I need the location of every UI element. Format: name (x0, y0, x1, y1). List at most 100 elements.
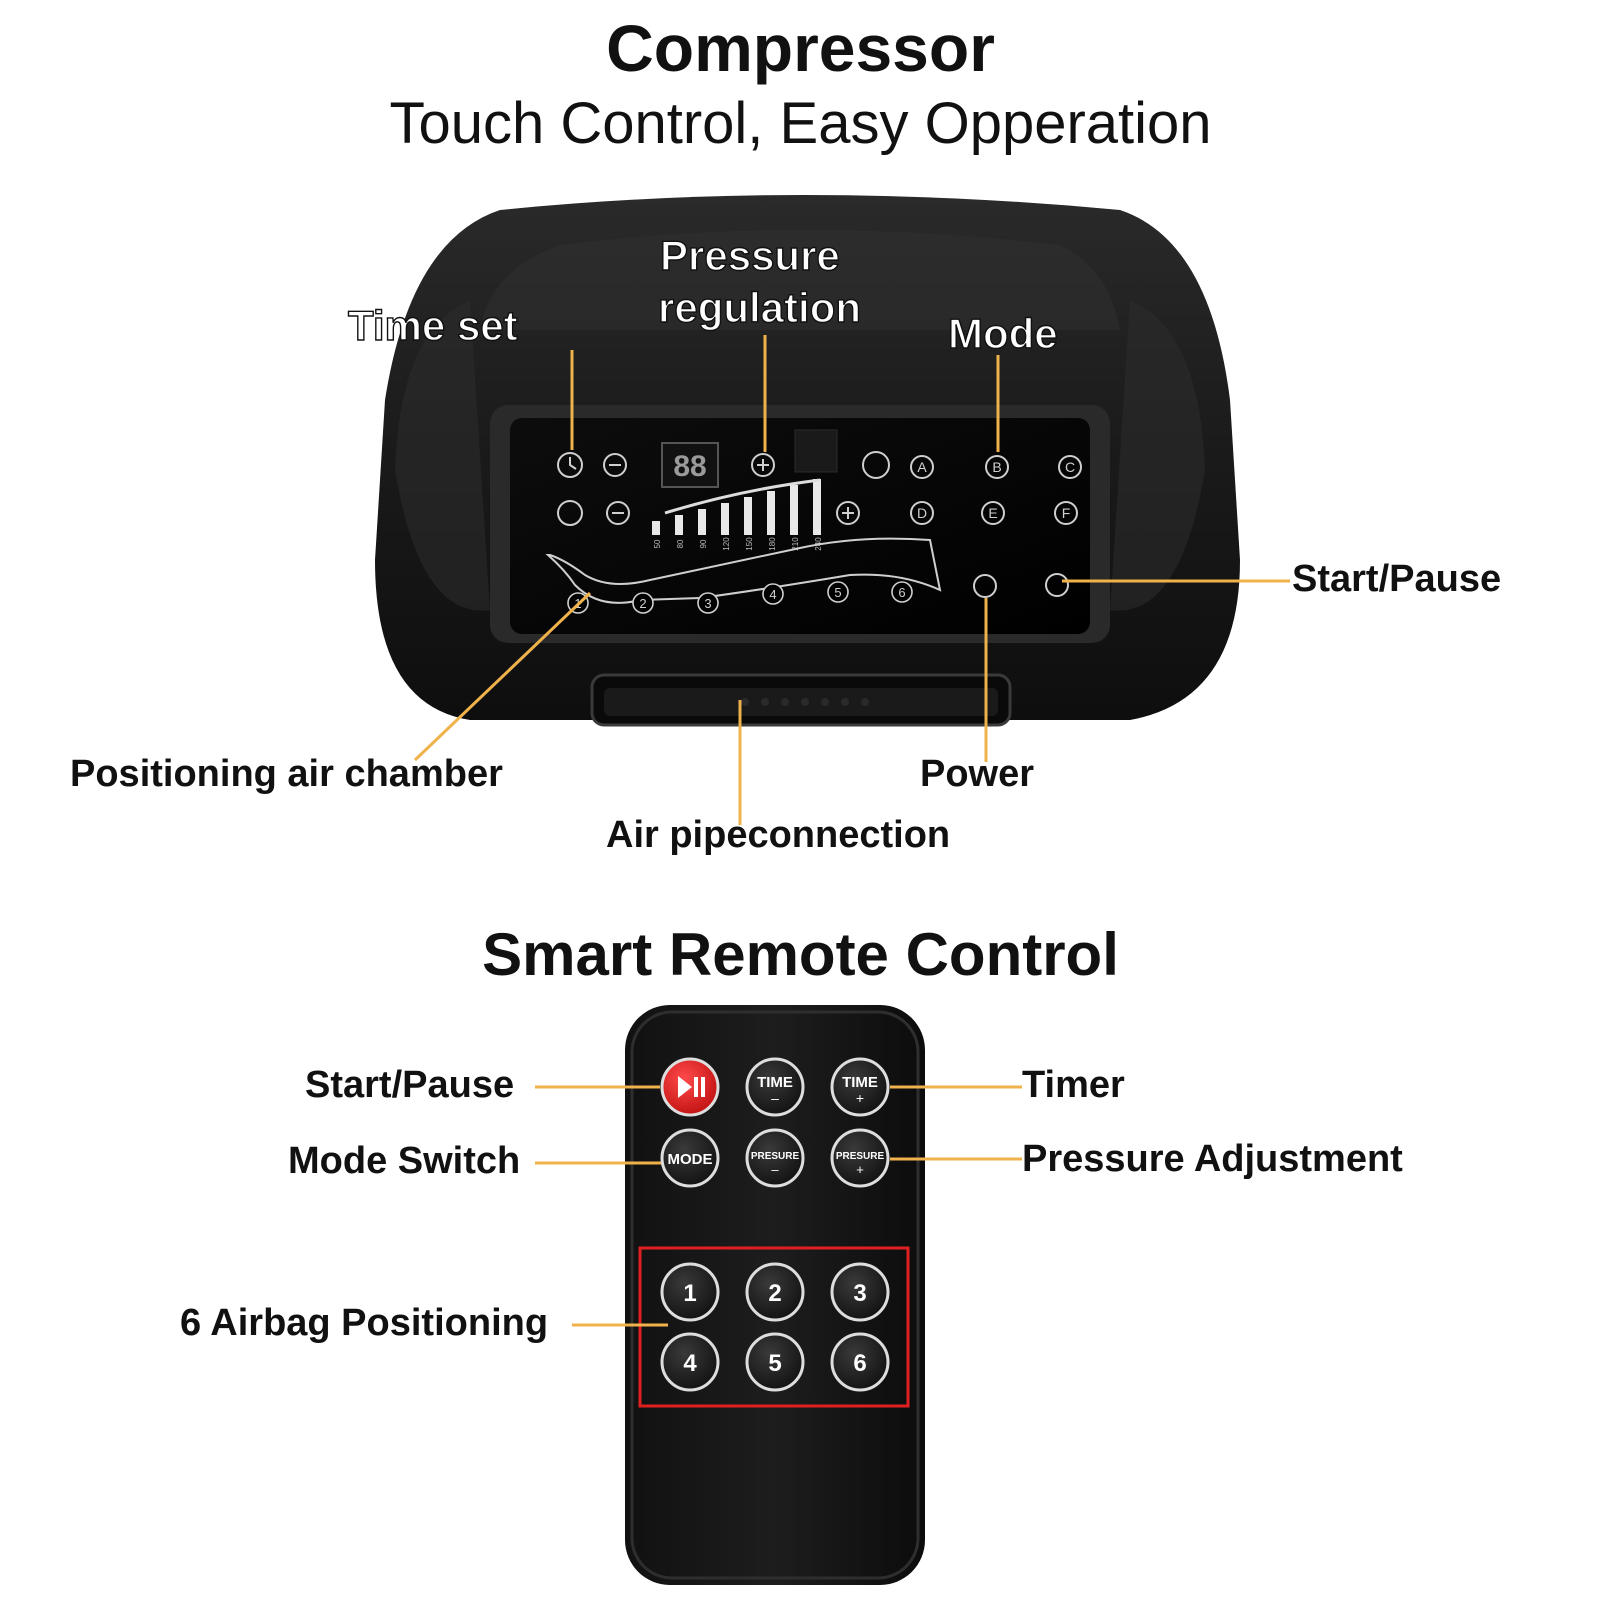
time-plus-icon (751, 453, 775, 477)
callout-mode-switch: Mode Switch (288, 1140, 521, 1182)
mode-button-e[interactable] (981, 501, 1005, 525)
callout-pressure-line1: Pressure (659, 231, 840, 279)
mode-buttons: A B C D E F (910, 455, 1082, 525)
callout-pressure-adjustment: Pressure Adjustment (1022, 1138, 1403, 1180)
power-icon (973, 574, 997, 598)
callout-remote-start-pause: Start/Pause (305, 1064, 515, 1106)
pressure-level-label: 180 (768, 537, 777, 551)
remote-time-minus-button[interactable]: TIME – (745, 1057, 805, 1117)
pressure-minus-label: PRESURE (751, 1151, 800, 1162)
pressure-icon (557, 500, 583, 526)
callout-airbag-positioning: 6 Airbag Positioning (180, 1302, 549, 1344)
mode-letter: B (992, 459, 1001, 475)
start-pause-icon (1045, 573, 1069, 597)
leg-outline (545, 537, 942, 604)
pressure-level-label: 90 (699, 539, 708, 548)
chamber-marker[interactable] (891, 581, 913, 603)
pressure-bar (790, 485, 798, 535)
airbag-number: 2 (768, 1280, 781, 1307)
airbag-button-4[interactable]: 4 (660, 1332, 720, 1392)
chamber-marker[interactable] (632, 592, 654, 614)
mode-button-f[interactable] (1054, 501, 1078, 525)
callout-air-pipe-connection: Air pipeconnection (606, 814, 951, 856)
airbag-button-2[interactable]: 2 (745, 1262, 805, 1322)
time-minus-label: TIME (757, 1074, 793, 1091)
pressure-plus-icon (836, 501, 860, 525)
airbag-number: 3 (853, 1280, 866, 1307)
hand-icon (862, 451, 890, 479)
callout-positioning-air-chamber: Positioning air chamber (70, 753, 503, 795)
mode-letter: C (1065, 459, 1075, 475)
mode-letter: D (917, 505, 927, 521)
pressure-bar (675, 515, 683, 535)
svg-text:–: – (771, 1162, 779, 1177)
chamber-marker[interactable] (762, 583, 784, 605)
compressor-subtitle: Touch Control, Easy Opperation (389, 91, 1212, 156)
chamber-number: 6 (898, 585, 905, 600)
play-pause-icon (678, 1076, 692, 1098)
airbag-button-5[interactable]: 5 (745, 1332, 805, 1392)
mode-button-a[interactable] (910, 455, 934, 479)
pressure-bar (721, 503, 729, 535)
mode-letter: A (917, 459, 927, 475)
callout-mode: Mode (947, 309, 1058, 357)
pressure-level-label: 120 (722, 537, 731, 551)
pressure-bar (652, 521, 660, 535)
pressure-bar (744, 497, 752, 535)
pressure-level-label: 80 (676, 539, 685, 548)
display-window-2 (794, 429, 838, 473)
chamber-marker[interactable] (827, 581, 849, 603)
airbag-highlight-box (638, 1246, 910, 1408)
callout-power: Power (920, 753, 1035, 795)
chamber-marker[interactable] (697, 592, 719, 614)
airbag-button-1[interactable]: 1 (660, 1262, 720, 1322)
airbag-button-3[interactable]: 3 (830, 1262, 890, 1322)
time-plus-label: TIME (842, 1074, 878, 1091)
svg-text:+: + (856, 1090, 864, 1106)
mode-button-b[interactable] (985, 455, 1009, 479)
callout-time-set: Time set (347, 301, 518, 349)
airbag-number: 5 (768, 1350, 781, 1377)
chamber-number: 5 (834, 585, 841, 600)
chamber-number: 2 (639, 596, 646, 611)
time-minus-icon (603, 453, 627, 477)
pressure-level-label: 50 (653, 539, 662, 548)
svg-text:+: + (856, 1162, 864, 1177)
remote-pressure-plus-button[interactable]: PRESURE + (830, 1128, 890, 1188)
callout-start-pause: Start/Pause (1292, 558, 1502, 600)
display-value: 88 (673, 450, 706, 483)
pressure-ramp (664, 478, 821, 515)
remote-time-plus-button[interactable]: TIME + (830, 1057, 890, 1117)
display-frame (661, 442, 719, 488)
compressor-title: Compressor (606, 11, 995, 85)
remote-title: Smart Remote Control (482, 921, 1119, 988)
airbag-number-buttons: 1 2 3 4 5 6 (660, 1262, 890, 1392)
pressure-minus-icon (606, 501, 630, 525)
mode-button-c[interactable] (1058, 455, 1082, 479)
clock-hand (569, 457, 577, 470)
remote-pressure-minus-button[interactable]: PRESURE – (745, 1128, 805, 1188)
svg-text:–: – (771, 1090, 779, 1106)
airbag-number: 6 (853, 1350, 866, 1377)
pressure-level-label: 150 (745, 537, 754, 551)
mode-letter: E (988, 505, 997, 521)
mode-button-d[interactable] (910, 501, 934, 525)
chamber-number: 3 (704, 596, 711, 611)
pressure-bar (813, 479, 821, 535)
panel-controls (557, 451, 1069, 598)
remote-mode-button[interactable]: MODE (660, 1128, 720, 1188)
mode-label: MODE (668, 1151, 713, 1168)
airbag-number: 4 (683, 1350, 697, 1377)
pressure-bar (698, 509, 706, 535)
airbag-number: 1 (683, 1280, 696, 1307)
mode-letter: F (1062, 505, 1071, 521)
remote-start-pause-button[interactable] (660, 1057, 720, 1117)
chamber-number: 4 (769, 587, 776, 602)
pressure-plus-label: PRESURE (836, 1151, 885, 1162)
airbag-button-6[interactable]: 6 (830, 1332, 890, 1392)
callout-pressure-line2: regulation (657, 283, 862, 331)
clock-icon (557, 452, 583, 478)
pressure-level-label: 210 (791, 537, 800, 551)
